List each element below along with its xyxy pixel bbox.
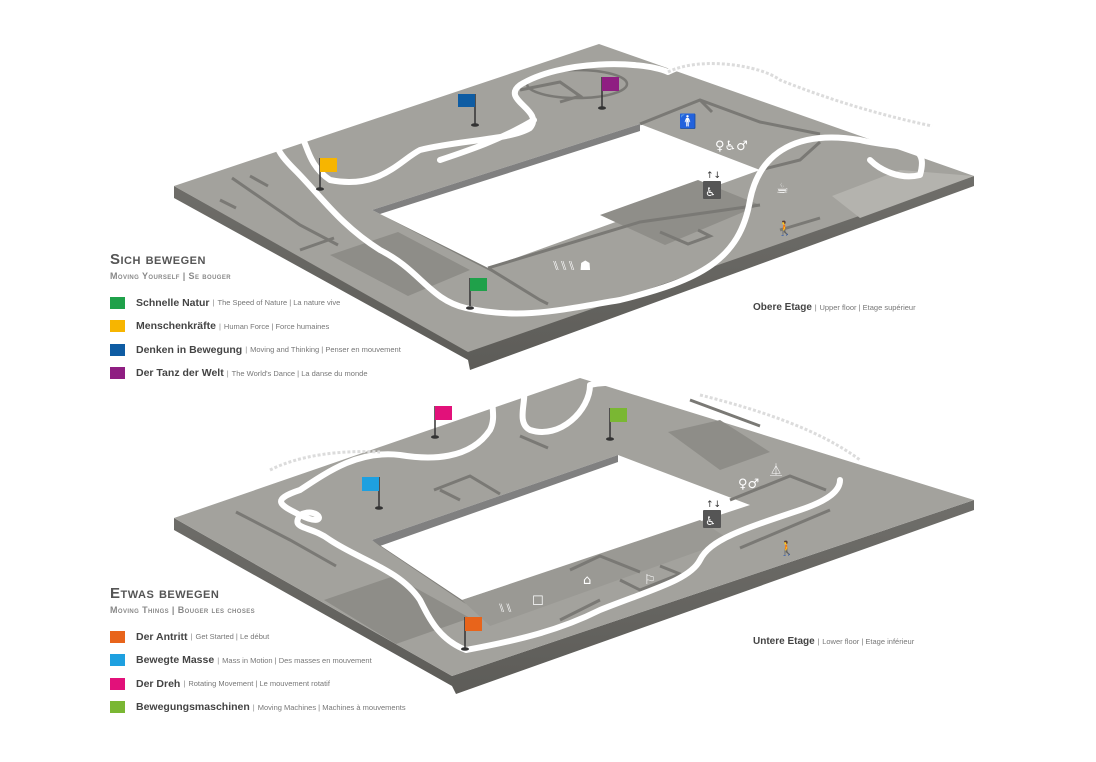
lower-flag-lightgreen[interactable]	[606, 408, 627, 441]
upper-floor-slab-side	[174, 176, 974, 370]
swatch	[110, 701, 125, 714]
upper-legend: Sich bewegen Moving Yourself | Se bouger…	[110, 251, 450, 385]
stairs-icon: 🚶	[778, 540, 795, 557]
swatch	[110, 320, 125, 333]
person-icon: ⚐	[644, 573, 656, 588]
upper-legend-subtitle: Moving Yourself | Se bouger	[110, 271, 232, 281]
lower-floor-label: Untere Etage | Lower floor | Etage infér…	[753, 636, 915, 647]
lower-flag-cyan[interactable]	[362, 477, 383, 510]
legend-item-translation: Mass in Motion | Des masses en mouvement	[222, 655, 372, 665]
cafe-icon: ☕	[776, 181, 789, 197]
legend-item-translation: Get Started | Le début	[195, 632, 270, 642]
stairs-icon: 🚶	[776, 220, 793, 237]
lower-flag-magenta[interactable]	[431, 406, 452, 439]
svg-text:♿: ♿	[705, 185, 716, 199]
legend-item-label: Menschenkräfte	[136, 320, 216, 333]
svg-text:♿: ♿	[705, 514, 716, 528]
lower-floor-courtyard	[372, 455, 750, 600]
legend-item[interactable]: Der Dreh | Rotating Movement | Le mouvem…	[110, 672, 450, 696]
legend-item[interactable]: Der Tanz der Welt | The World's Dance | …	[110, 362, 450, 386]
legend-item-label: Der Antritt	[136, 630, 188, 643]
upper-flag-green[interactable]	[466, 278, 487, 310]
legend-item-translation: The Speed of Nature | La nature vive	[217, 298, 341, 308]
wardrobe-icon: ⏅	[770, 462, 782, 477]
lower-legend-subtitle: Moving Things | Bouger les choses	[110, 605, 256, 615]
legend-item[interactable]: Bewegte Masse | Mass in Motion | Des mas…	[110, 649, 450, 673]
lecture-icon: ☐	[532, 594, 544, 609]
legend-item-translation: The World's Dance | La danse du monde	[231, 368, 368, 378]
legend-item[interactable]: Schnelle Natur | The Speed of Nature | L…	[110, 291, 450, 315]
toilet-icon: ♀♿♂	[715, 139, 748, 154]
upper-floor-courtyard	[372, 124, 760, 268]
swatch	[110, 630, 125, 643]
upper-legend-title: Sich bewegen	[110, 251, 206, 268]
upper-floor-plan: 🚹 ♀♿♂ ♿ ↑↓ ☕ 🚶 ⑊⑊⑊ ☗ Obere Etage | Upper…	[174, 44, 974, 370]
swatch	[110, 296, 125, 309]
seating-icon: ⑊⑊⑊ ☗	[552, 259, 591, 274]
swatch	[110, 343, 125, 356]
legend-item-label: Bewegungsmaschinen	[136, 701, 250, 714]
swatch	[110, 677, 125, 690]
elevator-icon: ♿ ↑↓	[703, 500, 721, 528]
legend-item[interactable]: Bewegungsmaschinen | Moving Machines | M…	[110, 696, 450, 720]
lower-legend-title: Etwas bewegen	[110, 585, 220, 602]
upper-flag-yellow[interactable]	[316, 158, 337, 191]
upper-route-path	[274, 61, 935, 317]
legend-item[interactable]: Denken in Bewegung | Moving and Thinking…	[110, 338, 450, 362]
seating-icon: ⑊⑊	[498, 601, 512, 615]
legend-item-translation: Rotating Movement | Le mouvement rotatif	[188, 679, 330, 689]
lower-floor-plan: ♀♂ ⏅ ♿ ↑↓ 🚶 ⑊⑊ ☐ ⌂ ⚐ Untere Etage | Lowe…	[174, 373, 974, 694]
upper-flag-blue[interactable]	[458, 94, 479, 127]
legend-item-translation: Moving Machines | Machines à mouvements	[257, 702, 406, 712]
legend-item-translation: Moving and Thinking | Penser en mouvemen…	[250, 345, 401, 355]
toilet-icon: ♀♂	[738, 477, 759, 492]
toilet-icon: 🚹	[679, 113, 696, 130]
swatch	[110, 367, 125, 380]
legend-item[interactable]: Menschenkräfte | Human Force | Force hum…	[110, 315, 450, 339]
legend-item-translation: Human Force | Force humaines	[223, 321, 330, 331]
lower-flag-orange[interactable]	[461, 617, 482, 651]
lower-legend: Etwas bewegen Moving Things | Bouger les…	[110, 585, 450, 719]
svg-text:↑↓: ↑↓	[706, 171, 721, 181]
lower-route-path	[278, 373, 933, 653]
legend-item-label: Denken in Bewegung	[136, 343, 243, 356]
legend-item[interactable]: Der Antritt | Get Started | Le début	[110, 625, 450, 649]
legend-item-label: Schnelle Natur	[136, 296, 210, 309]
upper-flag-purple[interactable]	[598, 77, 619, 110]
svg-text:↑↓: ↑↓	[706, 500, 721, 510]
legend-item-label: Bewegte Masse	[136, 654, 215, 667]
person-icon: ⌂	[583, 573, 591, 588]
legend-item-label: Der Tanz der Welt	[136, 367, 224, 380]
elevator-icon: ♿ ↑↓	[703, 171, 721, 199]
upper-floor-label: Obere Etage | Upper floor | Etage supéri…	[753, 302, 916, 313]
legend-item-label: Der Dreh	[136, 677, 181, 690]
swatch	[110, 654, 125, 667]
